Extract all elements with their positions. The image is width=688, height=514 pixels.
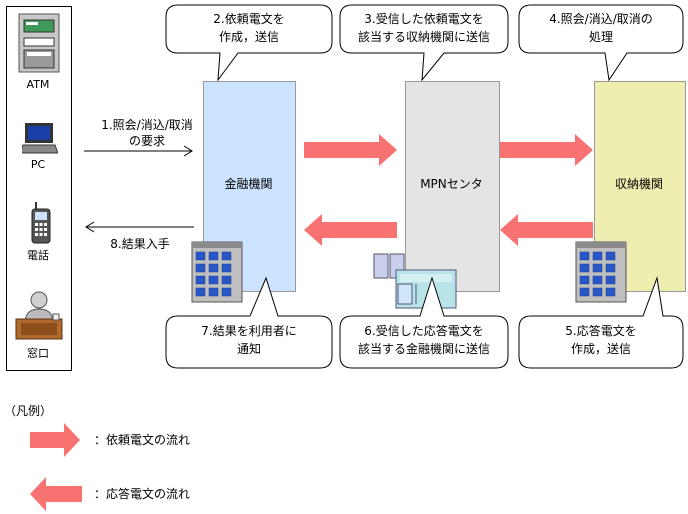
bubble-step4-line2: 処理 <box>588 30 613 44</box>
bubble-step7-line1: 7.結果を利用者に <box>201 324 297 338</box>
response-arrow-center-bank <box>304 214 397 246</box>
server-icon <box>373 253 457 309</box>
bubble-step6: 6.受信した応答電文を 該当する金融機関に送信 <box>339 276 509 369</box>
legend-response-arrow <box>30 477 82 511</box>
phone-icon <box>31 202 51 244</box>
response-arrow-collector-center <box>500 214 593 246</box>
request-flow-line2: の要求 <box>128 134 165 148</box>
collector-label: 収納機関 <box>614 177 663 191</box>
bubble-step3: 3.受信した依頼電文を 該当する収納機関に送信 <box>339 4 509 82</box>
request-arrow-center-collector <box>500 134 593 166</box>
legend-response-label: ：応答電文の流れ <box>94 487 191 501</box>
bubble-step2: 2.依頼電文を 作成，送信 <box>165 4 333 82</box>
request-flow-line1: 1.照会/消込/取消 <box>101 118 193 132</box>
bubble-step6-line1: 6.受信した応答電文を <box>364 324 484 338</box>
result-flow-label: 8.結果入手 <box>110 237 170 251</box>
bubble-step2-line2: 作成，送信 <box>218 30 279 44</box>
channel-phone-label: 電話 <box>27 249 49 262</box>
bank-label: 金融機関 <box>224 177 273 191</box>
legend-request-arrow <box>30 423 80 457</box>
bubble-step3-line1: 3.受信した依頼電文を <box>364 12 484 26</box>
result-flow-arrow <box>85 221 194 233</box>
bubble-step5: 5.応答電文を 作成，送信 <box>518 276 684 369</box>
bubble-step3-line2: 該当する収納機関に送信 <box>357 30 490 44</box>
bank-building-icon <box>191 241 243 303</box>
bubble-step4-line1: 4.照会/消込/取消の <box>549 12 653 26</box>
request-arrow-bank-center <box>304 134 397 166</box>
collector-building-icon <box>575 241 627 303</box>
bubble-step7: 7.結果を利用者に 通知 <box>165 276 333 369</box>
channel-atm-label: ATM <box>26 78 50 91</box>
pc-icon <box>22 123 58 154</box>
bubble-step6-line2: 該当する金融機関に送信 <box>357 342 490 356</box>
counter-icon <box>15 291 63 340</box>
center-label: MPNセンタ <box>420 177 483 191</box>
atm-icon <box>18 13 60 73</box>
bubble-step5-line2: 作成，送信 <box>570 342 631 356</box>
bubble-step7-line2: 通知 <box>236 342 261 356</box>
request-flow-label: 1.照会/消込/取消 の要求 <box>82 117 212 149</box>
bubble-step2-line1: 2.依頼電文を <box>213 12 285 26</box>
channel-counter-label: 窓口 <box>27 347 49 360</box>
channel-pc-label: PC <box>30 158 46 171</box>
bubble-step4: 4.照会/消込/取消の 処理 <box>518 4 684 82</box>
legend-title: （凡例） <box>4 404 53 418</box>
legend-request-label: ：依頼電文の流れ <box>94 433 191 447</box>
request-flow-arrow <box>84 145 193 157</box>
bubble-step5-line1: 5.応答電文を <box>565 324 637 338</box>
center-column <box>405 81 500 292</box>
